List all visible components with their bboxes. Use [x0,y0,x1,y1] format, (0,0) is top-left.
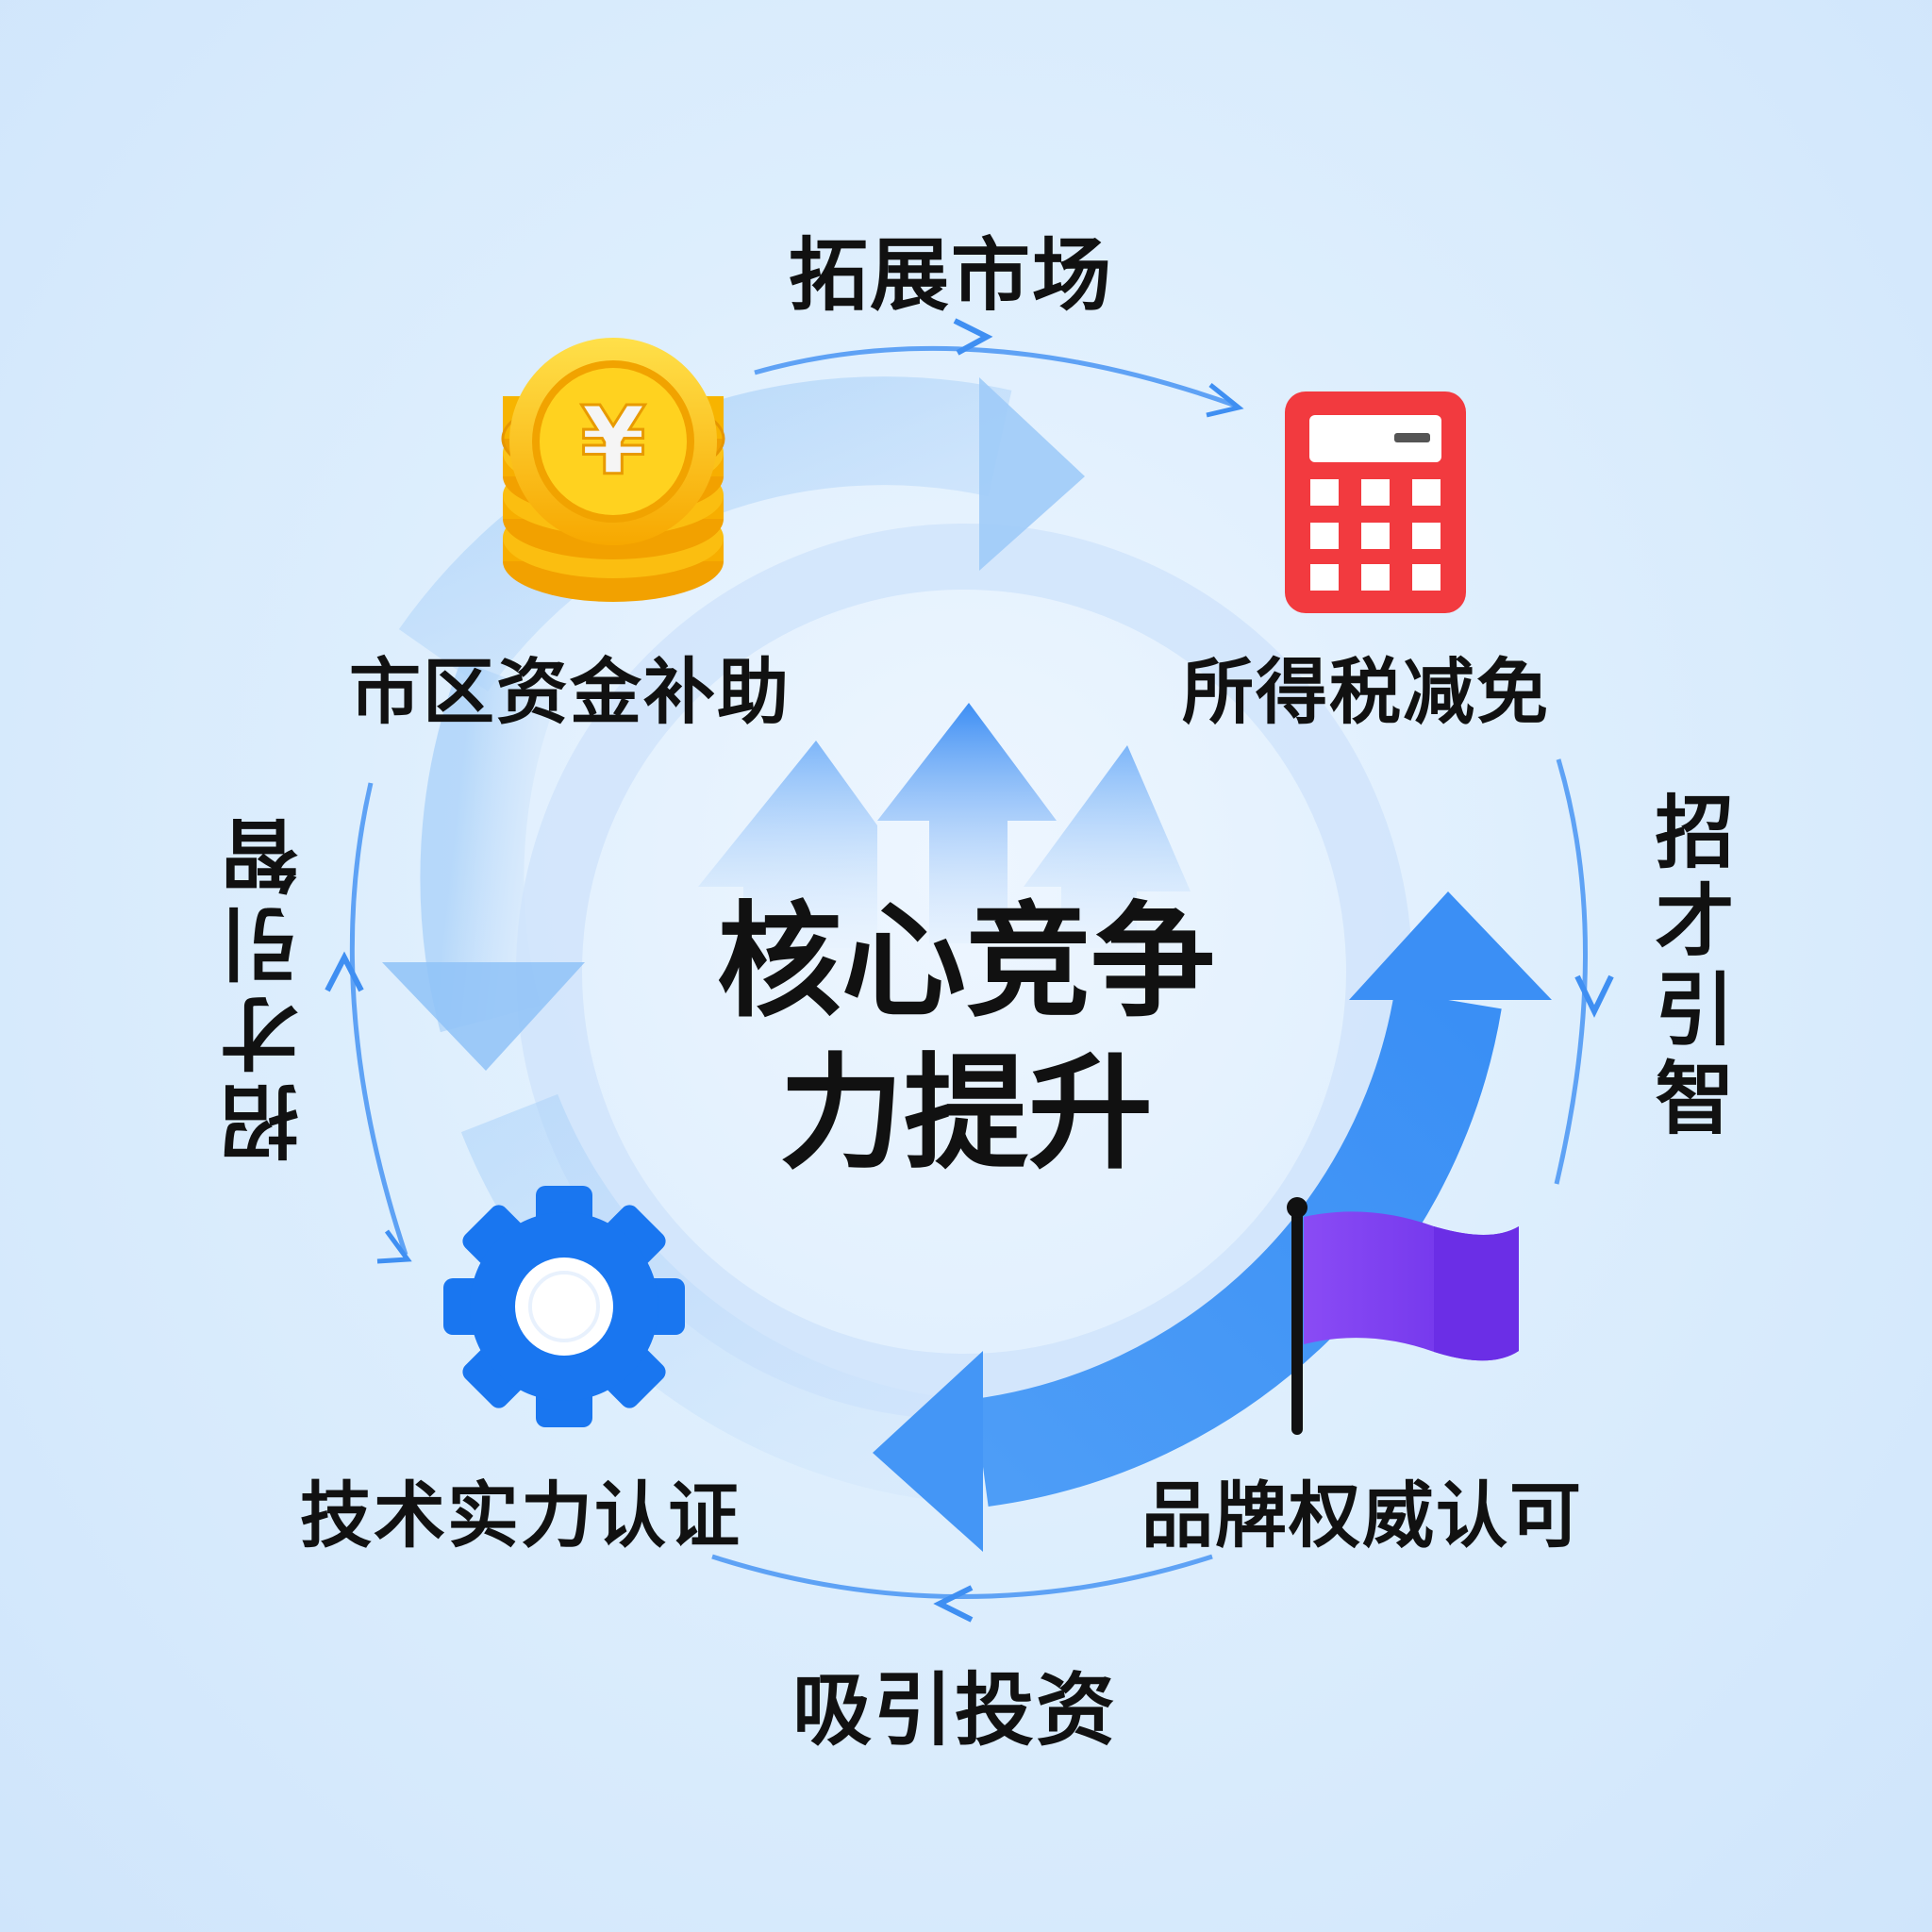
label-city-funding: 市区资金补助 [349,650,791,734]
outer-arc-top-tip-mid [953,318,993,356]
cycle-arrow-top-head [979,377,1085,571]
outer-arc-bottom [711,1554,1213,1599]
gear-icon [443,1186,685,1427]
outer-arc-bottom-tip [933,1585,974,1623]
label-expand-market: 拓展市场 [789,229,1114,322]
yuan-coin-stack-icon: ¥ [501,338,725,602]
coin-symbol: ¥ [580,386,646,496]
center-title: 核心竞争 力提升 [589,887,1343,1191]
outer-arc-top-tip-end [1206,383,1244,418]
cycle-arrow-right-head [1349,891,1552,1000]
cycle-arrow-left-head [382,962,585,1071]
center-title-line2: 力提升 [779,1041,1153,1188]
label-tax-reduction: 所得税减免 [1182,650,1550,734]
outer-arc-left-tip-down [376,1229,412,1264]
outer-arc-right [1554,758,1588,1185]
outer-arc-right-tip [1574,974,1614,1018]
flag-icon [1287,1197,1519,1435]
outer-arc-left [349,782,408,1256]
label-attract-investment: 吸引投资 [792,1664,1118,1757]
outer-arc-left-tip-up [325,951,364,992]
cycle-arrow-strong [974,991,1502,1507]
growth-arrows-icon [698,703,1191,948]
outer-arc-top [754,345,1237,408]
label-tech-certification: 技术实力认证 [300,1474,741,1557]
label-talent-left: 招才引智 [219,808,311,1162]
center-title-line1: 核心竞争 [717,890,1215,1035]
cycle-arrow-bottom-head [873,1351,983,1552]
calculator-icon [1285,391,1466,613]
label-brand-recognition: 品牌权威认可 [1141,1474,1583,1557]
label-talent-right: 招才引智 [1642,791,1735,1145]
